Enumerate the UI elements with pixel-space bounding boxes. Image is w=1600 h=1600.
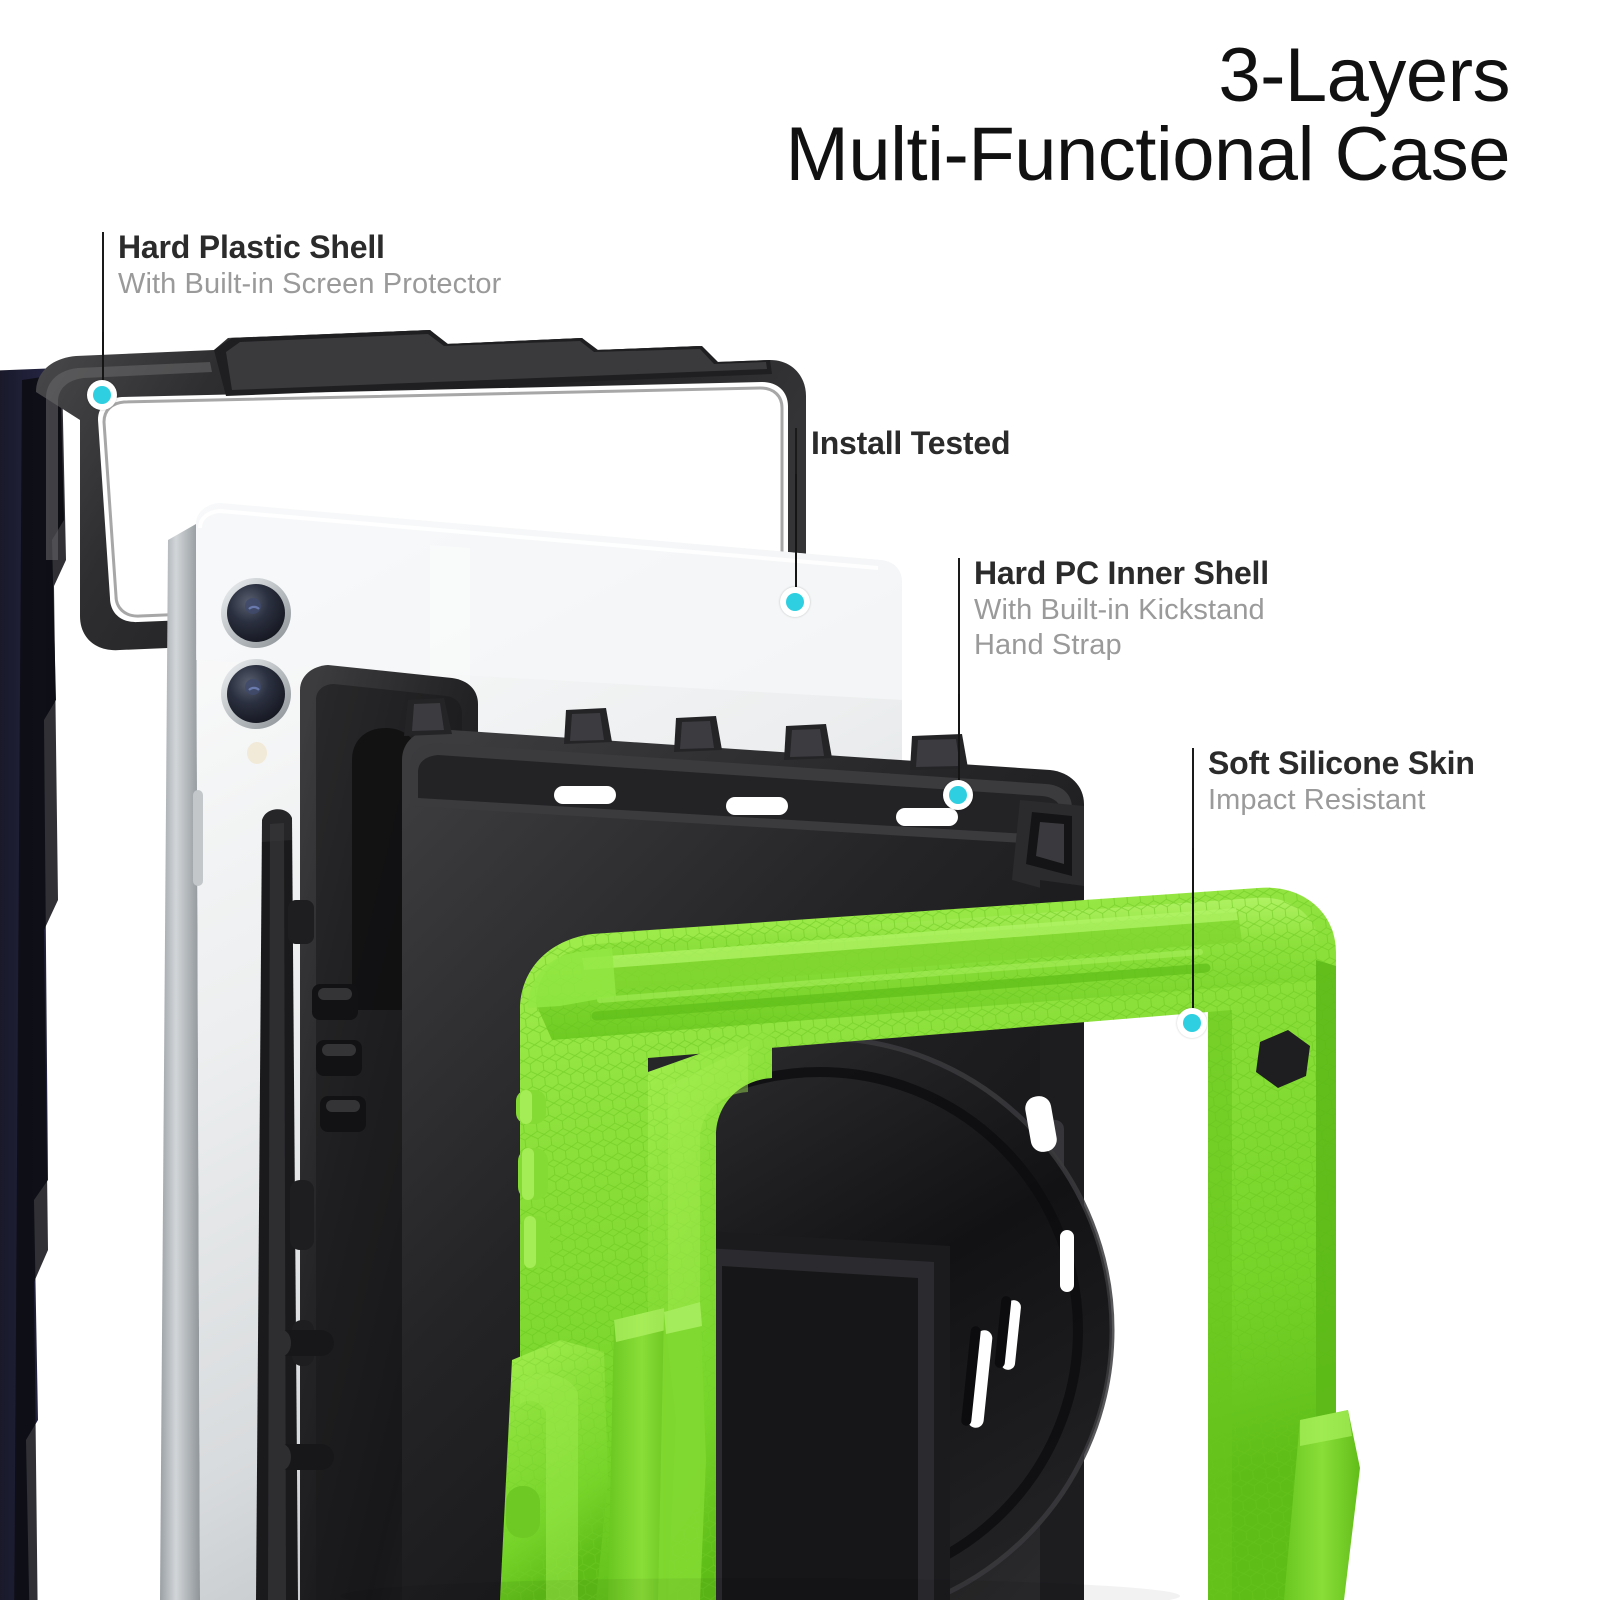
- callout-text: Hard PC Inner Shell With Built-in Kickst…: [974, 554, 1269, 664]
- callout-text: Install Tested: [811, 424, 1011, 463]
- silicone-side-buttons: [516, 1090, 550, 1268]
- callout-title: Soft Silicone Skin: [1208, 745, 1475, 781]
- callout-subtitle: Impact Resistant: [1208, 784, 1426, 817]
- callout-rule: [1192, 748, 1194, 848]
- leader-line-hard-plastic-shell: [102, 332, 104, 390]
- callout-dot-soft-silicone-skin: [1177, 1008, 1207, 1038]
- tablet-stylus: [256, 809, 298, 1600]
- callout-title: Install Tested: [811, 425, 1011, 461]
- headline-line-1: 3-Layers: [1218, 33, 1510, 118]
- headline-line-2: Multi-Functional Case: [785, 112, 1511, 198]
- callout-text: Hard Plastic Shell With Built-in Screen …: [118, 228, 501, 302]
- callout-dot-install-tested: [780, 587, 810, 617]
- callout-dot-hard-pc-inner-shell: [943, 780, 973, 810]
- callout-dot-hard-plastic-shell: [87, 380, 117, 410]
- callout-subtitle-1: With Built-in Kickstand: [974, 594, 1265, 627]
- page-title: 3-Layers Multi-Functional Case: [785, 33, 1511, 198]
- callout-rule: [102, 232, 104, 332]
- leader-line-hard-pc-inner-shell: [958, 694, 960, 780]
- inner-shell-nubs: [273, 1330, 334, 1470]
- silicone-hand-strap: [500, 1308, 676, 1600]
- layer-soft-silicone-skin: [500, 887, 1360, 1600]
- camera-flash: [247, 742, 267, 764]
- callout-rule: [795, 428, 797, 474]
- callout-title: Hard PC Inner Shell: [974, 555, 1269, 591]
- tablet-camera-module: [221, 578, 291, 764]
- callout-subtitle-2: Hand Strap: [974, 629, 1122, 662]
- callout-title: Hard Plastic Shell: [118, 229, 385, 265]
- callout-text: Soft Silicone Skin Impact Resistant: [1208, 744, 1475, 818]
- callout-subtitle: With Built-in Screen Protector: [118, 268, 502, 301]
- inner-shell-slots: [554, 786, 958, 826]
- leader-line-install-tested: [795, 474, 797, 587]
- leader-line-soft-silicone-skin: [1192, 848, 1194, 1008]
- callout-rule: [958, 558, 960, 694]
